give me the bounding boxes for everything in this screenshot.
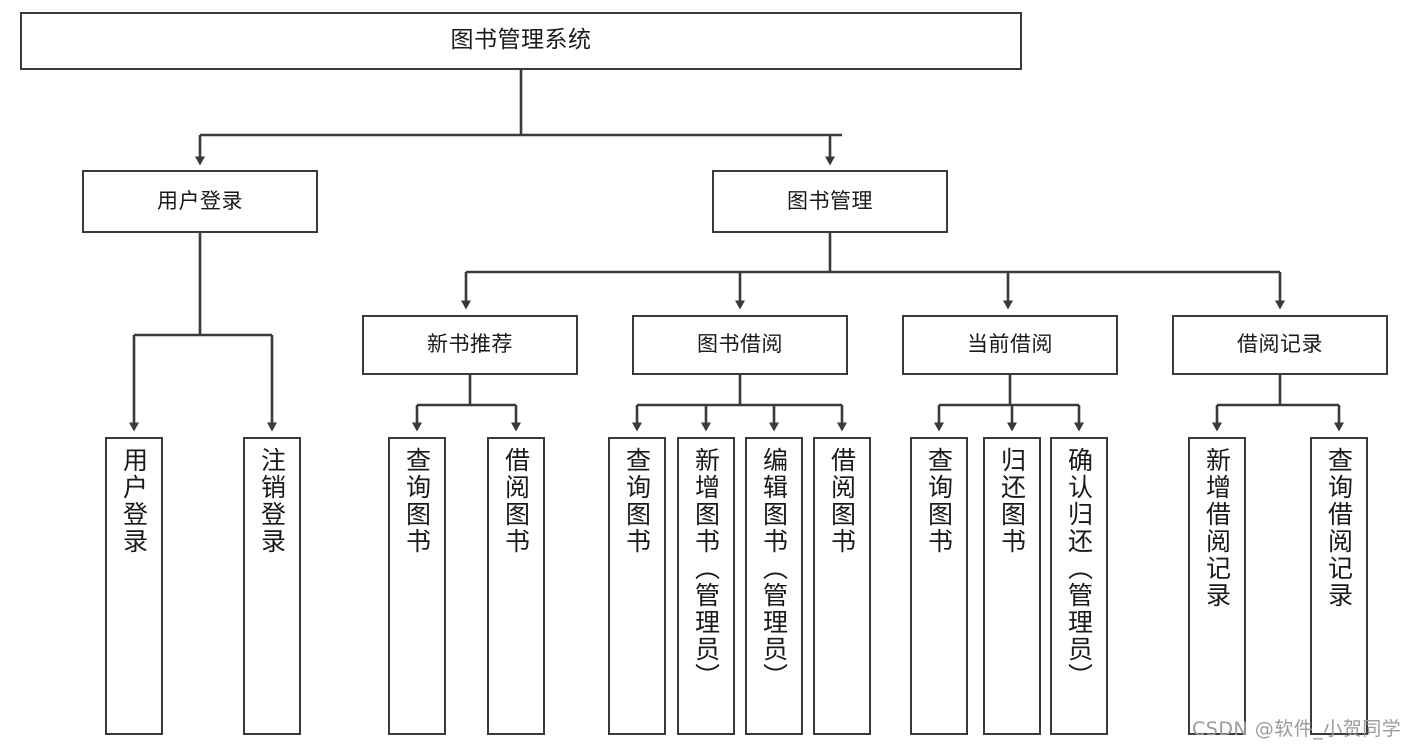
node-borrow-record-label: 借阅记录 [1237,332,1323,357]
leaf-query-book-recommend[interactable]: 查询图书 [388,437,446,735]
leaf-borrow-book-recommend-label: 借阅图书 [501,447,531,555]
node-root-label: 图书管理系统 [450,27,592,54]
node-book-management[interactable]: 图书管理 [712,170,948,233]
leaf-borrow-book[interactable]: 借阅图书 [813,437,871,735]
leaf-add-borrow-record[interactable]: 新增借阅记录 [1188,437,1246,735]
node-new-book-recommend[interactable]: 新书推荐 [362,315,578,375]
leaf-edit-book-admin[interactable]: 编辑图书（管理员） [745,437,803,735]
watermark: CSDN @软件_小贺同学 [1192,718,1402,740]
leaf-query-book[interactable]: 查询图书 [608,437,666,735]
node-current-borrow[interactable]: 当前借阅 [902,315,1118,375]
leaf-query-borrow-record-label: 查询借阅记录 [1324,447,1354,609]
leaf-query-borrow-record[interactable]: 查询借阅记录 [1310,437,1368,735]
leaf-user-login-label: 用户登录 [119,447,149,555]
node-current-borrow-label: 当前借阅 [967,332,1053,357]
node-book-borrow[interactable]: 图书借阅 [632,315,848,375]
leaf-edit-book-admin-label: 编辑图书（管理员） [759,447,789,690]
leaf-query-book-current-label: 查询图书 [924,447,954,555]
leaf-query-book-current[interactable]: 查询图书 [910,437,968,735]
node-user-login-label: 用户登录 [157,188,243,213]
node-new-book-recommend-label: 新书推荐 [427,332,513,357]
leaf-user-login[interactable]: 用户登录 [105,437,163,735]
leaf-query-book-label: 查询图书 [622,447,652,555]
leaf-add-borrow-record-label: 新增借阅记录 [1202,447,1232,609]
leaf-borrow-book-label: 借阅图书 [827,447,857,555]
leaf-logout[interactable]: 注销登录 [243,437,301,735]
node-root[interactable]: 图书管理系统 [20,12,1022,70]
leaf-add-book-admin-label: 新增图书（管理员） [691,447,721,690]
leaf-return-book[interactable]: 归还图书 [983,437,1041,735]
node-borrow-record[interactable]: 借阅记录 [1172,315,1388,375]
leaf-logout-label: 注销登录 [257,447,287,555]
node-book-management-label: 图书管理 [787,188,873,213]
leaf-return-book-label: 归还图书 [997,447,1027,555]
node-user-login[interactable]: 用户登录 [82,170,318,233]
leaf-borrow-book-recommend[interactable]: 借阅图书 [487,437,545,735]
leaf-confirm-return-admin[interactable]: 确认归还（管理员） [1050,437,1108,735]
node-book-borrow-label: 图书借阅 [697,332,783,357]
leaf-query-book-recommend-label: 查询图书 [402,447,432,555]
leaf-confirm-return-admin-label: 确认归还（管理员） [1064,447,1094,690]
leaf-add-book-admin[interactable]: 新增图书（管理员） [677,437,735,735]
